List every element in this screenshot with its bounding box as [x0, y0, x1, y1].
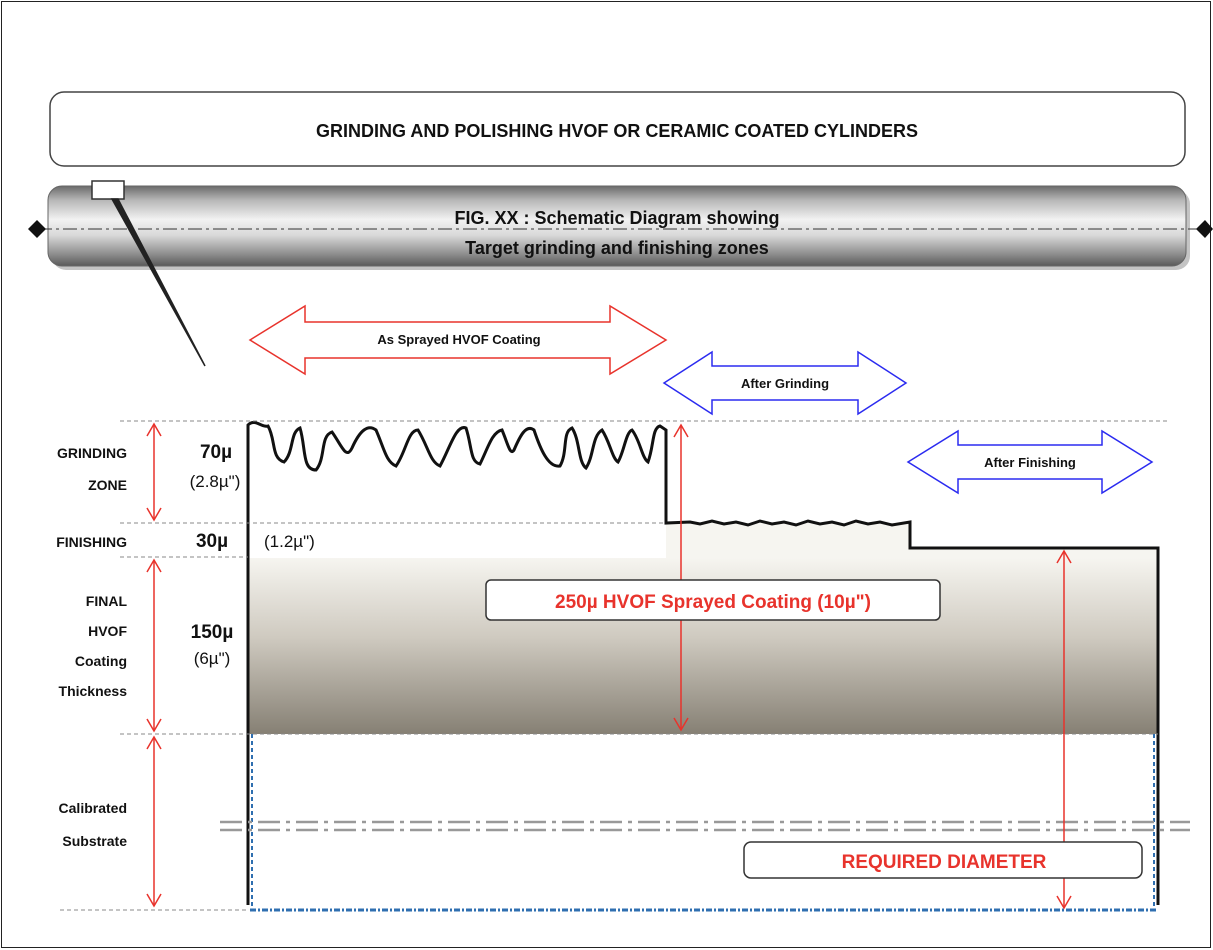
page-title: GRINDING AND POLISHING HVOF OR CERAMIC C… — [316, 121, 918, 141]
after-finishing-label: After Finishing — [984, 455, 1076, 470]
coating-callout-box — [485, 579, 941, 621]
diameter-callout-box — [743, 841, 1143, 879]
substrate-dimension — [146, 735, 162, 908]
figure-caption-line1: FIG. XX : Schematic Diagram showing — [454, 208, 779, 228]
grinding-tool-stylus — [110, 198, 206, 367]
total-coating-dimension — [673, 423, 689, 732]
finishing-layer — [910, 548, 1158, 558]
coating-callout-text: 250µ HVOF Sprayed Coating (10µ") — [555, 592, 871, 613]
as-sprayed-arrow — [248, 304, 668, 376]
finishing-value-imperial: (1.2µ") — [264, 532, 315, 551]
after-finishing-arrow — [906, 429, 1154, 495]
final-label-line2: HVOF — [88, 623, 127, 639]
finishing-value: 30µ — [196, 531, 228, 552]
coating-profile-outline — [246, 420, 1160, 905]
grinding-zone-dimension — [146, 422, 162, 522]
left-diamond-marker — [28, 220, 46, 238]
grinding-label-line1: GRINDING — [57, 445, 127, 461]
grinding-label-line2: ZONE — [88, 477, 127, 493]
final-value-imperial: (6µ") — [194, 649, 231, 668]
finishing-label: FINISHING — [56, 534, 127, 550]
final-label-line3: Coating — [75, 653, 127, 669]
substrate-label-line2: Substrate — [62, 833, 127, 849]
substrate-label-line1: Calibrated — [59, 800, 127, 816]
final-coating-dimension — [146, 558, 162, 733]
cylinder-bar — [47, 185, 1187, 267]
grinding-tool-head — [91, 180, 125, 200]
final-label-line4: Thickness — [59, 683, 128, 699]
figure-caption-line2: Target grinding and finishing zones — [465, 238, 769, 258]
after-grinding-arrow — [662, 350, 908, 416]
after-grinding-label: After Grinding — [741, 376, 829, 391]
final-value: 150µ — [191, 622, 234, 643]
as-sprayed-label: As Sprayed HVOF Coating — [377, 332, 540, 347]
finishing-step-layer — [666, 523, 910, 558]
right-diamond-marker — [1196, 220, 1213, 238]
grinding-value-imperial: (2.8µ") — [190, 472, 241, 491]
title-box — [49, 91, 1186, 167]
diameter-callout-text: REQUIRED DIAMETER — [842, 852, 1047, 873]
final-label-line1: FINAL — [86, 593, 128, 609]
grinding-value: 70µ — [200, 442, 232, 463]
